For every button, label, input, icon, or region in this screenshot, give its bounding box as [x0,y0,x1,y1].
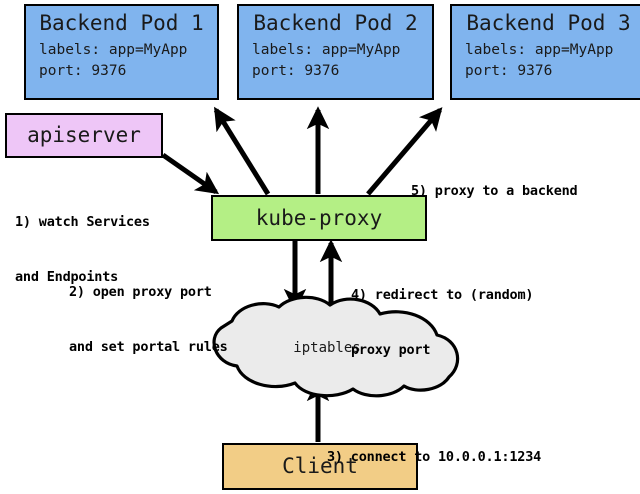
step-1-line-2: and Endpoints [15,269,119,286]
backend-pod-2-title: Backend Pod 2 [253,11,418,35]
step-2-line-1: 2) open proxy port [69,284,212,301]
backend-pod-1-labels: labels: app=MyApp [39,42,188,59]
step-2-label: 2) open proxy port and set portal rules [69,247,228,393]
step-4-label: 4) redirect to (random) proxy port [351,250,534,396]
step-1-line-1: 1) watch Services [15,214,150,231]
backend-pod-1-title: Backend Pod 1 [39,11,204,35]
backend-pod-3-box[interactable]: Backend Pod 3 labels: app=MyApp port: 93… [450,4,640,100]
step-1-label: 1) watch Services and Endpoints [15,177,150,323]
backend-pod-1-port: port: 9376 [39,63,127,80]
kube-proxy-box[interactable]: kube-proxy [211,195,427,241]
backend-pod-2-labels: labels: app=MyApp [252,42,401,59]
step-3-line-1: 3) connect to 10.0.0.1:1234 [327,449,542,466]
step-2-line-2: and set portal rules [69,339,228,356]
backend-pod-3-labels: labels: app=MyApp [465,42,614,59]
apiserver-box[interactable]: apiserver [5,113,163,158]
backend-pod-1-box[interactable]: Backend Pod 1 labels: app=MyApp port: 93… [24,4,219,100]
backend-pod-2-box[interactable]: Backend Pod 2 labels: app=MyApp port: 93… [237,4,434,100]
backend-pod-3-port: port: 9376 [465,63,553,80]
step-5-label: 5) proxy to a backend [411,146,578,237]
edge-kubeproxy-to-pod1 [213,106,271,196]
backend-pod-3-title: Backend Pod 3 [466,11,631,35]
client-label: Client [282,454,358,479]
apiserver-label: apiserver [27,123,141,148]
client-box[interactable]: Client [222,443,418,490]
step-5-line-1: 5) proxy to a backend [411,183,578,200]
step-4-line-2: proxy port [351,342,431,359]
kube-proxy-label: kube-proxy [255,205,383,230]
iptables-label: iptables [293,340,361,356]
backend-pod-2-port: port: 9376 [252,63,340,80]
edge-apiserver-to-kubeproxy [161,152,220,195]
step-3-label: 3) connect to 10.0.0.1:1234 [327,412,541,494]
step-4-line-1: 4) redirect to (random) [351,287,534,304]
